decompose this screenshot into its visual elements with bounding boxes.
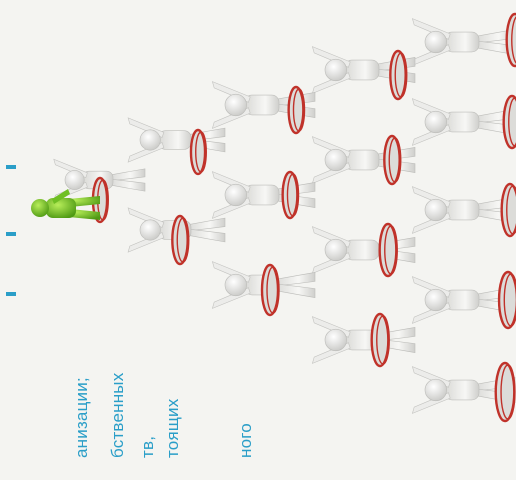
disc-platform (384, 136, 400, 184)
disc-platform (172, 216, 188, 264)
member-figure-icon (412, 99, 515, 146)
member-figure-icon (412, 19, 515, 66)
member-figure-icon (212, 172, 315, 219)
disc-platform (390, 51, 406, 99)
member-figure-icon (312, 317, 415, 364)
disc-platform (507, 14, 516, 66)
disc-platform (372, 314, 390, 366)
leader-figure-icon (31, 189, 100, 220)
disc-platform (499, 272, 516, 328)
disc-platform (283, 172, 299, 218)
disc-platform (191, 130, 206, 174)
disc-platform (504, 96, 516, 148)
disc-platform (496, 363, 515, 421)
disc-platform (289, 87, 305, 133)
member-figure-icon (312, 227, 415, 274)
member-figure-icon (128, 118, 225, 162)
member-figure-icon (412, 187, 515, 234)
disc-platform (262, 265, 279, 315)
disc-platform (380, 224, 398, 276)
disc-platform (502, 184, 516, 236)
